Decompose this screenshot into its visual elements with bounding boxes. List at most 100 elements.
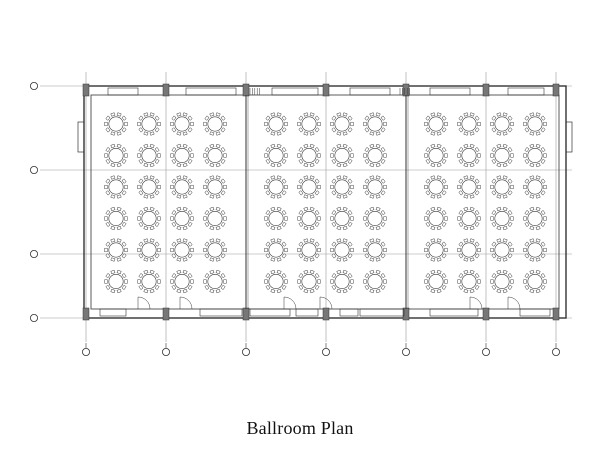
chair — [342, 175, 348, 180]
chair — [138, 210, 144, 216]
table-top — [268, 211, 284, 227]
chair — [116, 175, 122, 180]
chair — [143, 143, 149, 149]
grid-bubble-column — [552, 347, 561, 356]
chair — [524, 221, 530, 227]
chair — [138, 273, 144, 279]
table-top — [494, 148, 510, 164]
chair — [187, 273, 193, 279]
chair — [535, 175, 541, 180]
chair — [190, 216, 194, 221]
chair — [444, 216, 448, 221]
round-table — [137, 269, 161, 294]
chair — [270, 206, 276, 212]
chair — [369, 162, 375, 168]
door-swing — [179, 296, 193, 310]
chair — [364, 178, 370, 184]
chair — [529, 288, 535, 294]
chair — [424, 184, 428, 190]
round-table — [104, 269, 128, 294]
chair — [138, 190, 144, 196]
wall-panel-top — [107, 87, 139, 96]
chair — [529, 257, 535, 262]
chair — [171, 241, 177, 247]
chair — [176, 238, 182, 243]
chair — [331, 273, 337, 279]
chair — [369, 194, 375, 199]
chair — [215, 175, 221, 180]
door-swing — [507, 296, 521, 310]
chair — [336, 194, 342, 199]
chair — [524, 178, 530, 184]
chair — [121, 253, 127, 259]
chair — [540, 284, 546, 290]
chair — [176, 206, 182, 212]
wall-panel-bottom — [99, 308, 127, 317]
chair — [342, 257, 348, 262]
chair — [469, 162, 475, 168]
table-top — [527, 211, 543, 227]
chair — [270, 238, 276, 243]
chair — [502, 112, 508, 117]
chair — [380, 178, 386, 184]
chair — [507, 115, 513, 121]
round-table — [523, 206, 547, 231]
chair — [154, 178, 160, 184]
table-top — [141, 148, 157, 164]
chair — [510, 121, 514, 127]
chair — [204, 221, 210, 227]
chair — [187, 147, 193, 153]
round-table — [203, 238, 227, 262]
chair — [171, 190, 177, 196]
chair — [507, 253, 513, 259]
wall-panel-top — [349, 87, 391, 96]
chair — [171, 221, 177, 227]
chair — [171, 115, 177, 121]
chair — [303, 269, 309, 275]
chair — [121, 127, 127, 133]
chair — [204, 273, 210, 279]
chair — [138, 147, 144, 153]
chair — [209, 238, 215, 243]
chair — [474, 147, 480, 153]
chair — [264, 216, 268, 221]
chair — [477, 184, 481, 190]
chair — [380, 273, 386, 279]
chair — [190, 247, 194, 253]
chair — [424, 216, 428, 221]
chair — [270, 131, 276, 136]
chair — [265, 158, 271, 164]
chair — [436, 288, 442, 294]
chair — [157, 121, 161, 127]
chair — [149, 257, 155, 262]
chair — [176, 269, 182, 275]
chair — [491, 221, 497, 227]
chair — [309, 206, 315, 212]
chair — [469, 257, 475, 262]
chair — [350, 184, 354, 190]
table-top — [141, 179, 157, 195]
chair — [314, 147, 320, 153]
chair — [154, 253, 160, 259]
chair — [157, 153, 161, 158]
chair — [342, 162, 348, 168]
chair — [203, 279, 207, 284]
chair — [474, 284, 480, 290]
chair — [303, 112, 309, 117]
chair — [474, 221, 480, 227]
table-top — [334, 179, 350, 195]
chair — [540, 115, 546, 121]
chair — [457, 184, 461, 190]
chair — [540, 127, 546, 133]
chair — [375, 206, 381, 212]
chair — [474, 190, 480, 196]
chair — [317, 184, 321, 190]
table-top — [207, 179, 223, 195]
chair — [104, 184, 108, 190]
round-table — [330, 269, 354, 294]
chair — [430, 162, 436, 168]
column-bottom — [82, 307, 90, 321]
chair — [203, 216, 207, 221]
chair — [540, 221, 546, 227]
chair — [182, 288, 188, 294]
